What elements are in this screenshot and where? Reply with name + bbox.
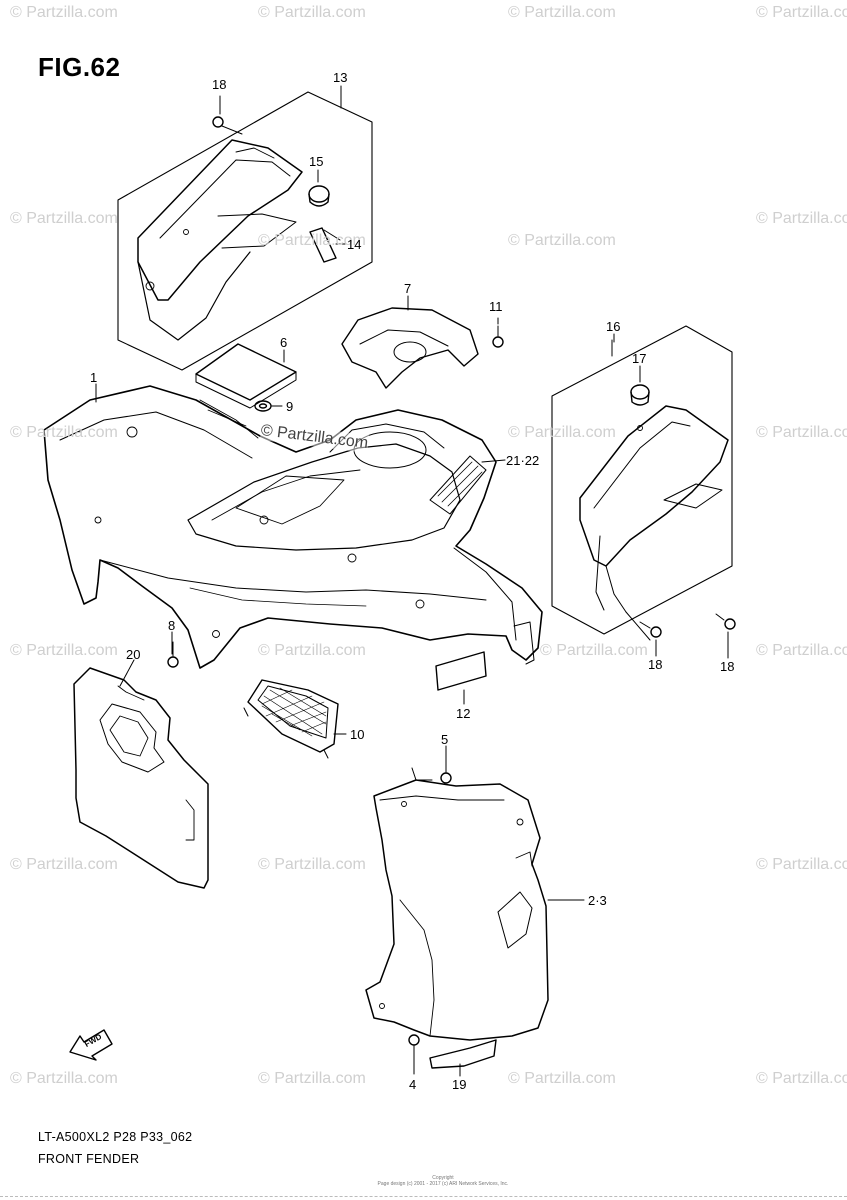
copyright-line-2: Page design (c) 2001 - 2017 (c) ARI Netw… [377,1181,509,1187]
part-17-grommet [630,384,650,406]
callout-14: 14 [347,237,362,252]
part-13-inset [117,91,373,371]
part-14-pad [309,227,341,263]
callout-7: 7 [404,281,412,296]
callout-19: 19 [452,1077,467,1092]
part-16-inset [551,325,733,641]
watermark: © Partzilla.com [258,1070,366,1087]
part-15-grommet [308,185,330,207]
watermark: © Partzilla.com [508,1070,616,1087]
watermark: © Partzilla.com [756,4,847,21]
watermark: © Partzilla.com [10,642,118,659]
watermark: © Partzilla.com [508,232,616,249]
watermark: © Partzilla.com [258,856,366,873]
callout-4: 4 [409,1077,417,1092]
callout-16: 16 [606,319,621,334]
bottom-divider [0,1196,847,1197]
fwd-arrow-icon [69,1029,113,1061]
part-2-3-liner [365,767,549,1041]
watermark: © Partzilla.com [258,642,366,659]
section-name: FRONT FENDER [38,1152,140,1166]
callout-18-right-a: 18 [648,657,663,672]
callout-21-22: 21·22 [506,453,540,468]
figure-title: FIG.62 [38,52,121,82]
part-9-nut [254,400,272,412]
part-8-screw [167,641,179,668]
callout-10: 10 [350,727,365,742]
part-20-panel [73,667,209,889]
callout-9: 9 [286,399,294,414]
part-10-grille [243,679,339,759]
callout-18-top: 18 [212,77,227,92]
callout-20: 20 [126,647,141,662]
callout-5: 5 [441,732,449,747]
part-18-bolt-right-b [715,613,736,630]
callout-12: 12 [456,706,471,721]
watermark: © Partzilla.com [10,856,118,873]
watermark: © Partzilla.com [508,4,616,21]
watermark: © Partzilla.com [540,642,648,659]
part-4-screw [408,1034,420,1061]
watermark: © Partzilla.com [508,424,616,441]
watermark: © Partzilla.com [10,424,118,441]
copyright-notice: Copyright Page design (c) 2001 - 2017 (c… [368,1175,518,1187]
callout-13: 13 [333,70,348,85]
part-6-pad [195,343,297,409]
callout-15: 15 [309,154,324,169]
watermark: © Partzilla.com [756,642,847,659]
copyright-line-1: Copyright [432,1175,454,1181]
model-code: LT-A500XL2 P28 P33_062 [38,1130,193,1144]
callout-18-right-b: 18 [720,659,735,674]
callout-11: 11 [489,299,503,314]
leader-lines [95,85,729,1077]
watermark: © Partzilla.com [756,210,847,227]
callout-2-3: 2·3 [588,893,607,908]
watermark: © Partzilla.com [258,232,366,249]
callout-1: 1 [90,370,98,385]
watermark: © Partzilla.com [756,856,847,873]
part-7-cover [341,307,479,389]
watermark: © Partzilla.com [756,1070,847,1087]
part-18-bolt-top [212,116,243,135]
watermark: © Partzilla.com [10,1070,118,1087]
part-19-pad [429,1039,497,1069]
watermark: © Partzilla.com [10,4,118,21]
part-1-front-fender [43,385,543,669]
watermark: © Partzilla.com [258,4,366,21]
callout-8: 8 [168,618,176,633]
part-18-bolt-right-a [639,621,662,638]
watermark: © Partzilla.com [10,210,118,227]
part-11-screw [492,325,504,348]
callout-17: 17 [632,351,647,366]
callout-6: 6 [280,335,288,350]
part-12-pad [435,651,487,691]
watermark: © Partzilla.com [756,424,847,441]
